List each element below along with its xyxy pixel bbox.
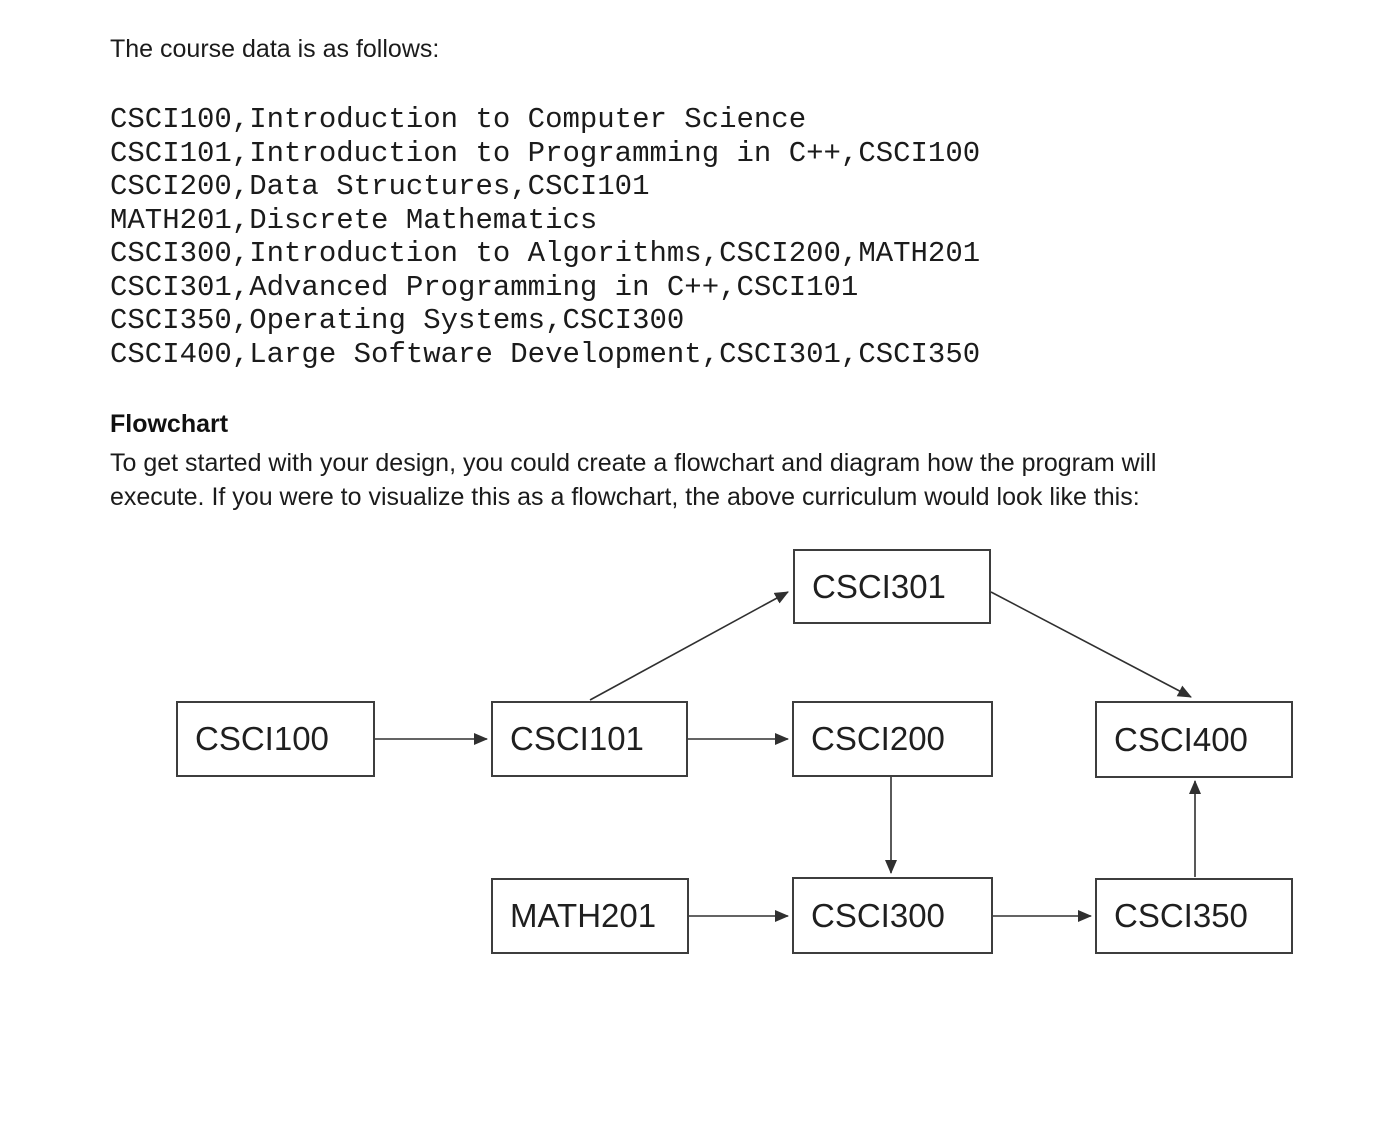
flowchart-node-csci400: CSCI400 [1095, 701, 1293, 778]
course-data-line: CSCI350,Operating Systems,CSCI300 [110, 304, 685, 337]
flowchart-node-csci100: CSCI100 [176, 701, 375, 777]
course-data-line: CSCI101,Introduction to Programming in C… [110, 136, 981, 170]
flowchart-node-csci200: CSCI200 [792, 701, 993, 777]
course-data-line: CSCI200,Data Structures,CSCI101 [110, 170, 650, 203]
flowchart-node-label: CSCI101 [510, 720, 644, 757]
flowchart-edge-csci301-to-csci400 [990, 591, 1192, 698]
flowchart-node-csci301: CSCI301 [793, 549, 991, 624]
flowchart-heading: Flowchart [110, 410, 229, 438]
course-data-line: CSCI100,Introduction to Computer Science [110, 103, 807, 136]
flowchart-description-line: To get started with your design, you cou… [110, 449, 1157, 477]
flowchart-node-label: CSCI400 [1114, 720, 1248, 758]
flowchart-node-label: CSCI100 [195, 720, 329, 757]
course-data-block: CSCI100,Introduction to Computer Science… [110, 103, 980, 371]
flowchart-node-csci300: CSCI300 [792, 877, 993, 954]
flowchart-node-label: CSCI350 [1114, 897, 1248, 934]
intro-text: The course data is as follows: [110, 35, 440, 63]
flowchart-node-csci101: CSCI101 [491, 701, 688, 777]
flowchart-node-label: CSCI301 [812, 567, 946, 605]
flowchart-description-line: execute. If you were to visualize this a… [110, 483, 1140, 511]
flowchart-node-csci350: CSCI350 [1095, 878, 1293, 954]
flowchart-node-label: CSCI200 [811, 720, 945, 757]
flowchart-node-label: MATH201 [510, 897, 657, 934]
flowchart-node-label: CSCI300 [811, 896, 945, 934]
course-data-line: CSCI301,Advanced Programming in C++,CSCI… [110, 270, 859, 304]
course-data-line: MATH201,Discrete Mathematics [110, 203, 598, 237]
flowchart-description: To get started with your design, you cou… [110, 446, 1156, 514]
course-data-line: CSCI400,Large Software Development,CSCI3… [110, 337, 981, 371]
flowchart-node-math201: MATH201 [491, 878, 689, 954]
course-data-line: CSCI300,Introduction to Algorithms,CSCI2… [110, 237, 981, 270]
flowchart-edge-csci101-to-csci301 [589, 591, 789, 701]
